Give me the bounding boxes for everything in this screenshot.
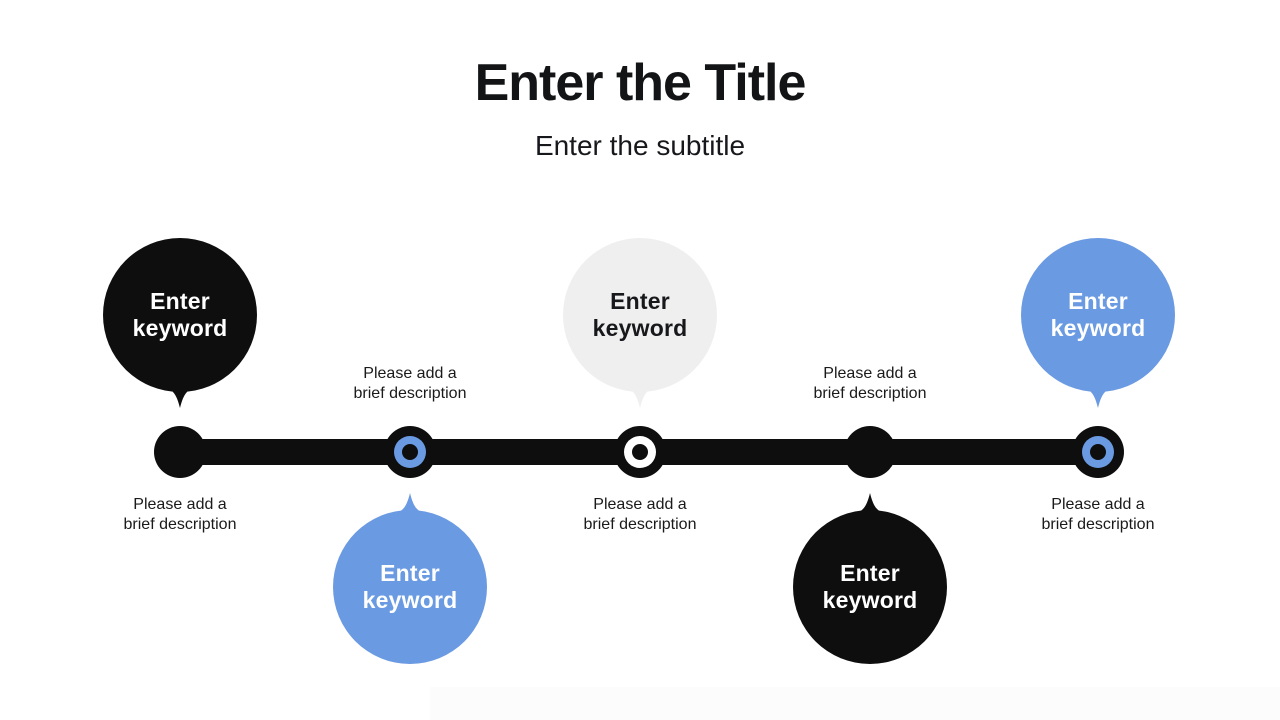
speech-bubble-circle: Enter keyword: [563, 238, 717, 392]
keyword-label[interactable]: Enter keyword: [822, 560, 918, 613]
timeline-node: [844, 426, 896, 478]
milestone-description[interactable]: Please add a brief description: [353, 365, 467, 402]
speech-bubble-circle: Enter keyword: [1021, 238, 1175, 392]
page-title[interactable]: Enter the Title: [474, 54, 807, 112]
page-subtitle[interactable]: Enter the subtitle: [534, 130, 746, 161]
speech-bubble-circle: Enter keyword: [793, 510, 947, 664]
milestone-description[interactable]: Please add a brief description: [813, 365, 927, 402]
milestone-description[interactable]: Please add a brief description: [1041, 496, 1155, 533]
milestone-description[interactable]: Please add a brief description: [583, 496, 697, 533]
keyword-label[interactable]: Enter keyword: [132, 288, 228, 341]
speech-bubble-tail-icon: [1085, 388, 1111, 408]
speech-bubble-circle: Enter keyword: [333, 510, 487, 664]
keyword-label[interactable]: Enter keyword: [592, 288, 688, 341]
keyword-label[interactable]: Enter keyword: [1050, 288, 1146, 341]
timeline-node: [614, 426, 666, 478]
speech-bubble-tail-icon: [167, 388, 193, 408]
timeline-node: [384, 426, 436, 478]
timeline-node: [154, 426, 206, 478]
timeline-node: [1072, 426, 1124, 478]
milestone-description[interactable]: Please add a brief description: [123, 496, 237, 533]
speech-bubble-tail-icon: [857, 493, 883, 513]
background-strip: [430, 687, 1280, 720]
speech-bubble-circle: Enter keyword: [103, 238, 257, 392]
keyword-label[interactable]: Enter keyword: [362, 560, 458, 613]
speech-bubble-tail-icon: [397, 493, 423, 513]
speech-bubble-tail-icon: [627, 388, 653, 408]
